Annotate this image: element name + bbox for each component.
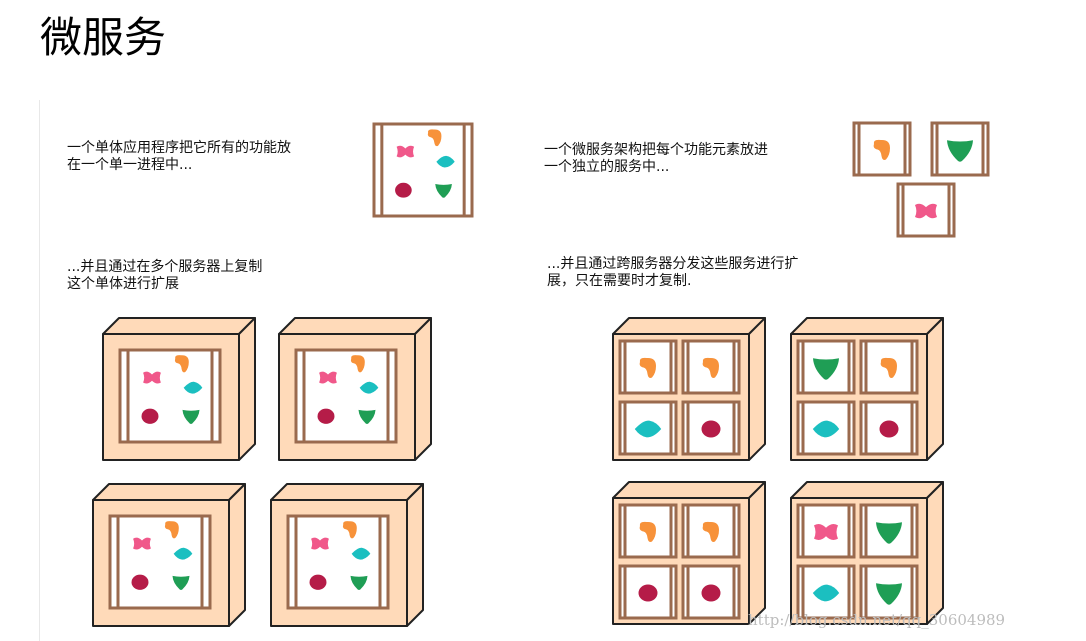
pink-bowtie-icon — [396, 145, 415, 158]
orange-blob-icon — [350, 355, 365, 373]
orange-blob-icon — [174, 355, 189, 373]
process-frame — [796, 564, 856, 620]
process-frame — [859, 339, 919, 395]
process-frame — [618, 503, 678, 559]
microservices-scaling-description: ...并且通过跨服务器分发这些服务进行扩 展，只在需要时才复制. — [547, 256, 799, 289]
teal-diamond-icon — [812, 584, 840, 602]
teal-diamond-icon — [436, 155, 455, 168]
green-shield-icon — [876, 583, 902, 605]
orange-blob-icon — [702, 357, 719, 379]
teal-diamond-icon — [359, 381, 379, 394]
orange-blob-icon — [639, 521, 656, 543]
green-shield-icon — [876, 522, 902, 544]
process-frame — [286, 514, 390, 610]
page-title: 微服务 — [40, 13, 167, 62]
monolith-server — [102, 317, 256, 461]
orange-blob-icon — [164, 521, 179, 539]
teal-diamond-icon — [812, 420, 840, 438]
monolith-server — [278, 317, 432, 461]
divider-line — [39, 100, 40, 641]
crimson-circle-icon — [701, 420, 721, 438]
crimson-circle-icon — [317, 408, 335, 424]
microservices-description: 一个微服务架构把每个功能元素放进 一个独立的服务中... — [544, 142, 768, 175]
orange-blob-icon — [873, 139, 890, 161]
pink-bowtie-icon — [143, 371, 161, 384]
teal-diamond-icon — [351, 547, 371, 560]
process-frame — [294, 348, 398, 444]
monolith-process — [372, 122, 474, 218]
monolith-server — [270, 483, 424, 627]
green-shield-icon — [172, 575, 190, 590]
crimson-circle-icon — [309, 574, 327, 590]
orange-blob-icon — [702, 521, 719, 543]
process-frame — [108, 514, 212, 610]
pink-bowtie-icon — [814, 524, 838, 540]
green-shield-icon — [350, 575, 368, 590]
watermark: http://blog.csdn.net/qq_30604989 — [748, 611, 1006, 629]
monolith-server — [92, 483, 246, 627]
crimson-circle-icon — [131, 574, 149, 590]
crimson-circle-icon — [395, 182, 412, 198]
pink-bowtie-icon — [311, 537, 329, 550]
teal-diamond-icon — [634, 420, 662, 438]
process-frame — [852, 121, 912, 177]
microservice-server — [612, 481, 766, 625]
pink-bowtie-icon — [133, 537, 151, 550]
green-shield-icon — [947, 140, 973, 162]
crimson-circle-icon — [879, 420, 899, 438]
process-frame — [859, 400, 919, 456]
green-shield-icon — [358, 409, 376, 424]
teal-diamond-icon — [173, 547, 193, 560]
monolith-scaling-description: ...并且通过在多个服务器上复制 这个单体进行扩展 — [67, 259, 263, 292]
microservice-server — [790, 317, 944, 461]
orange-blob-icon — [342, 521, 357, 539]
orange-blob-icon — [427, 129, 442, 147]
microservice-processes — [852, 121, 990, 238]
crimson-circle-icon — [141, 408, 159, 424]
process-frame — [681, 400, 741, 456]
orange-blob-icon — [880, 357, 897, 379]
crimson-circle-icon — [638, 584, 658, 602]
green-shield-icon — [813, 358, 839, 380]
crimson-circle-icon — [701, 584, 721, 602]
green-shield-icon — [435, 183, 452, 198]
process-frame — [372, 122, 474, 218]
green-shield-icon — [182, 409, 200, 424]
pink-bowtie-icon — [319, 371, 337, 384]
process-frame — [859, 564, 919, 620]
process-frame — [118, 348, 222, 444]
microservice-server — [790, 481, 944, 625]
pink-bowtie-icon — [915, 203, 937, 219]
orange-blob-icon — [639, 357, 656, 379]
microservice-server — [612, 317, 766, 461]
process-frame — [896, 182, 956, 238]
monolith-description: 一个单体应用程序把它所有的功能放 在一个单一进程中... — [67, 140, 291, 173]
teal-diamond-icon — [183, 381, 203, 394]
